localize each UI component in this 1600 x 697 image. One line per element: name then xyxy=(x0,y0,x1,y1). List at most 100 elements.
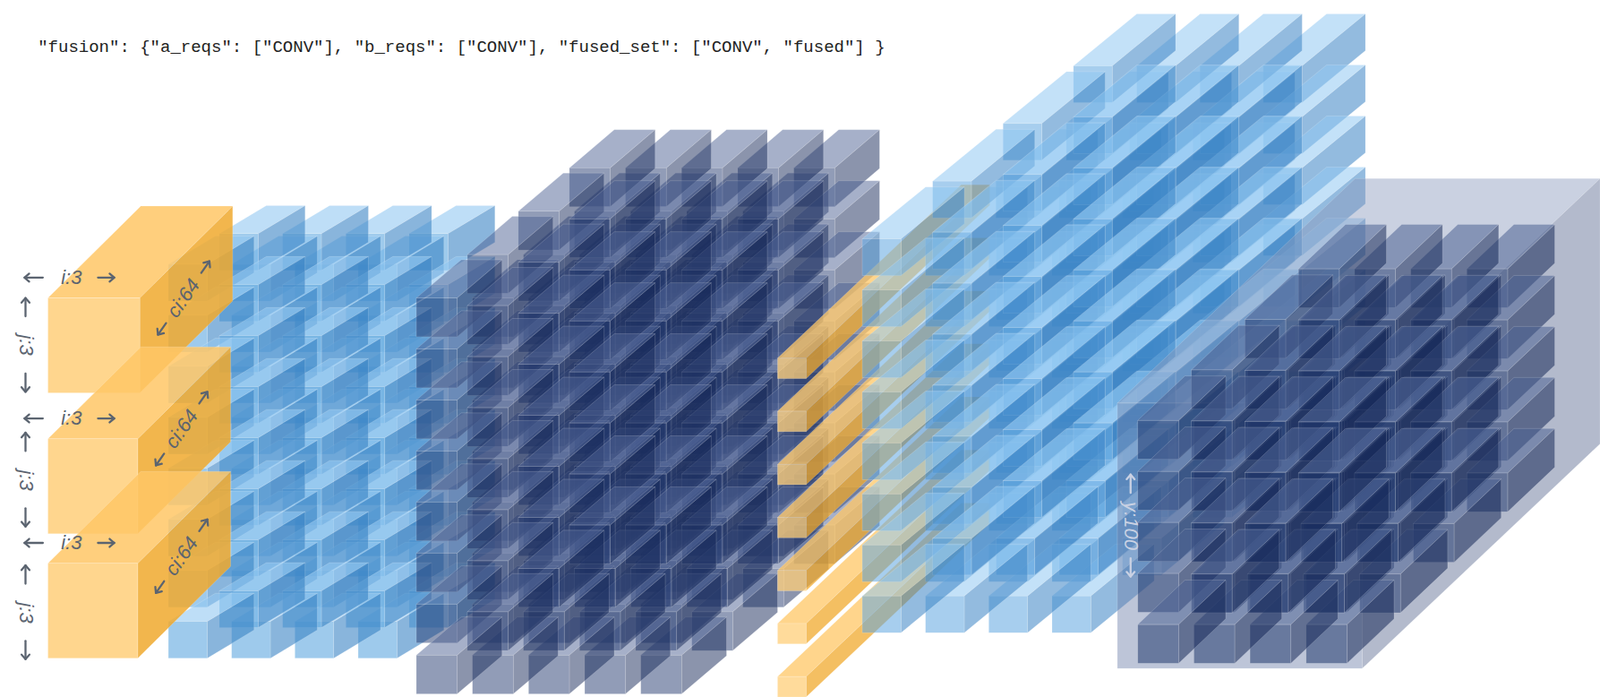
prism-front xyxy=(48,563,138,659)
dimension-arrow xyxy=(97,273,114,282)
arrow-head xyxy=(109,414,114,423)
arrow-head xyxy=(1126,474,1135,480)
arrow-head xyxy=(21,386,30,392)
fused-input-tensor xyxy=(862,13,1366,633)
dimension-arrow xyxy=(201,261,211,274)
dimension-arrow xyxy=(21,432,30,452)
arrow-head xyxy=(21,654,30,659)
dimension-arrow xyxy=(21,640,30,659)
arrow-shaft xyxy=(97,417,114,420)
arrow-shaft xyxy=(24,507,26,527)
prism-side xyxy=(1507,427,1556,512)
prism-front xyxy=(777,463,806,485)
prism-front xyxy=(777,358,806,379)
prism-front xyxy=(777,623,806,644)
prism-front xyxy=(777,517,806,539)
dimension-arrow xyxy=(1126,474,1135,494)
arrow-head xyxy=(109,273,114,282)
output-tensor xyxy=(1137,223,1556,663)
arrow-shaft xyxy=(155,581,164,593)
prism-side xyxy=(508,573,554,651)
arrow-head xyxy=(203,261,210,268)
arrow-shaft xyxy=(24,432,26,452)
filter-rods xyxy=(777,184,990,697)
arrow-head xyxy=(201,391,208,398)
prism-side xyxy=(1339,427,1387,512)
prism-side xyxy=(1394,427,1443,512)
prism-front xyxy=(1137,624,1180,663)
arrow-shaft xyxy=(24,276,43,279)
arrow-head xyxy=(109,539,114,548)
prism-side xyxy=(971,486,1036,575)
arrow-head xyxy=(201,519,208,526)
dimension-label: i:3 xyxy=(60,266,82,289)
arrow-head xyxy=(24,273,29,282)
arrow-shaft xyxy=(157,323,166,335)
prism-front xyxy=(168,621,207,659)
arrow-head xyxy=(154,586,162,593)
dimension-label: j:3 xyxy=(14,469,36,490)
arrow-head xyxy=(154,459,162,466)
prism-side xyxy=(137,470,232,658)
prism-side xyxy=(900,543,965,633)
prism-side xyxy=(457,616,503,694)
dimension-arrow xyxy=(198,519,208,531)
prism-front xyxy=(862,595,901,633)
prism-front xyxy=(777,570,806,591)
prism-side xyxy=(666,486,711,564)
arrow-shaft xyxy=(201,261,210,274)
arrow-shaft xyxy=(24,541,43,544)
arrow-shaft xyxy=(1129,474,1132,494)
dimension-arrow xyxy=(198,391,208,403)
prism-side xyxy=(559,530,605,608)
prism-side xyxy=(257,562,305,627)
arrow-head xyxy=(21,521,30,527)
arrow-head xyxy=(1126,571,1135,576)
arrow-shaft xyxy=(1129,557,1132,577)
prism-side xyxy=(1232,529,1280,613)
prism-side xyxy=(1042,428,1106,518)
arrow-shaft xyxy=(97,541,114,544)
dimension-arrow xyxy=(21,373,30,393)
prism-front xyxy=(416,654,458,694)
output-bounding-box xyxy=(1117,178,1600,668)
arrow-head xyxy=(21,432,30,437)
prism-side xyxy=(321,562,368,627)
arrow-head xyxy=(157,328,164,335)
dimension-label: j:3 xyxy=(14,601,36,623)
arrow-shaft xyxy=(24,564,26,584)
prism-side xyxy=(722,486,768,564)
arrow-head xyxy=(21,298,30,303)
prism-side xyxy=(1285,479,1334,563)
arrow-shaft xyxy=(97,276,114,279)
arrow-head xyxy=(24,539,29,548)
dimension-label: j:3 xyxy=(14,334,36,356)
arrow-head xyxy=(21,564,30,570)
dimension-arrow xyxy=(154,453,164,465)
dimension-arrow xyxy=(21,298,30,317)
prism-side xyxy=(610,486,656,564)
dimension-arrow xyxy=(24,539,43,548)
code-snippet: "fusion": {"a_reqs": ["CONV"], "b_reqs":… xyxy=(37,38,885,58)
prism-front xyxy=(1117,402,1363,668)
dimension-arrow xyxy=(154,581,164,593)
dimension-arrow xyxy=(24,273,43,282)
dimension-label: i:3 xyxy=(60,407,82,429)
dimension-arrow xyxy=(24,414,43,423)
dimension-arrow xyxy=(1126,557,1135,577)
arrow-shaft xyxy=(198,391,207,403)
prism-front xyxy=(777,410,806,432)
filter-kernels xyxy=(48,205,233,659)
dimension-label: i:3 xyxy=(60,531,82,554)
dimension-arrow xyxy=(157,323,167,335)
arrow-shaft xyxy=(24,373,26,393)
arrow-shaft xyxy=(198,519,207,531)
arrow-shaft xyxy=(24,640,26,659)
prism-side xyxy=(206,592,254,658)
prism-side xyxy=(1178,579,1226,663)
dimension-label: y:100 xyxy=(1120,501,1142,550)
dimension-arrow xyxy=(97,414,114,423)
prism-front xyxy=(777,675,806,697)
